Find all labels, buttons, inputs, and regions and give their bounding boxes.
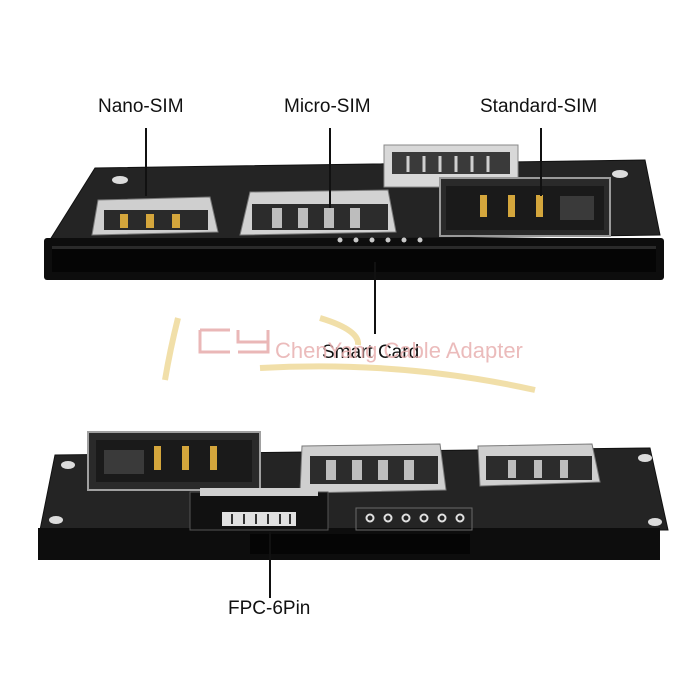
watermark-logo	[162, 315, 536, 393]
standard-sim-holder	[439, 177, 611, 237]
bottom-standard-sim-holder	[87, 431, 261, 491]
fpc-6pin-connector	[189, 488, 329, 531]
label-nano-sim: Nano-SIM	[98, 96, 184, 117]
bottom-nano-sim-holder	[477, 443, 601, 487]
label-fpc-6pin: FPC-6Pin	[228, 598, 311, 619]
label-smart-card: Smart Card	[322, 342, 420, 363]
label-micro-sim: Micro-SIM	[284, 96, 371, 117]
micro-sim-holder	[239, 189, 397, 236]
bottom-board	[38, 431, 669, 560]
bottom-micro-sim-holder	[299, 443, 447, 494]
watermark-brand-text: ChenYang Cable Adapter	[275, 338, 523, 363]
top-pointer-lines	[145, 128, 542, 334]
label-standard-sim: Standard-SIM	[480, 96, 598, 117]
top-board	[44, 144, 664, 280]
nano-sim-holder	[91, 196, 219, 236]
